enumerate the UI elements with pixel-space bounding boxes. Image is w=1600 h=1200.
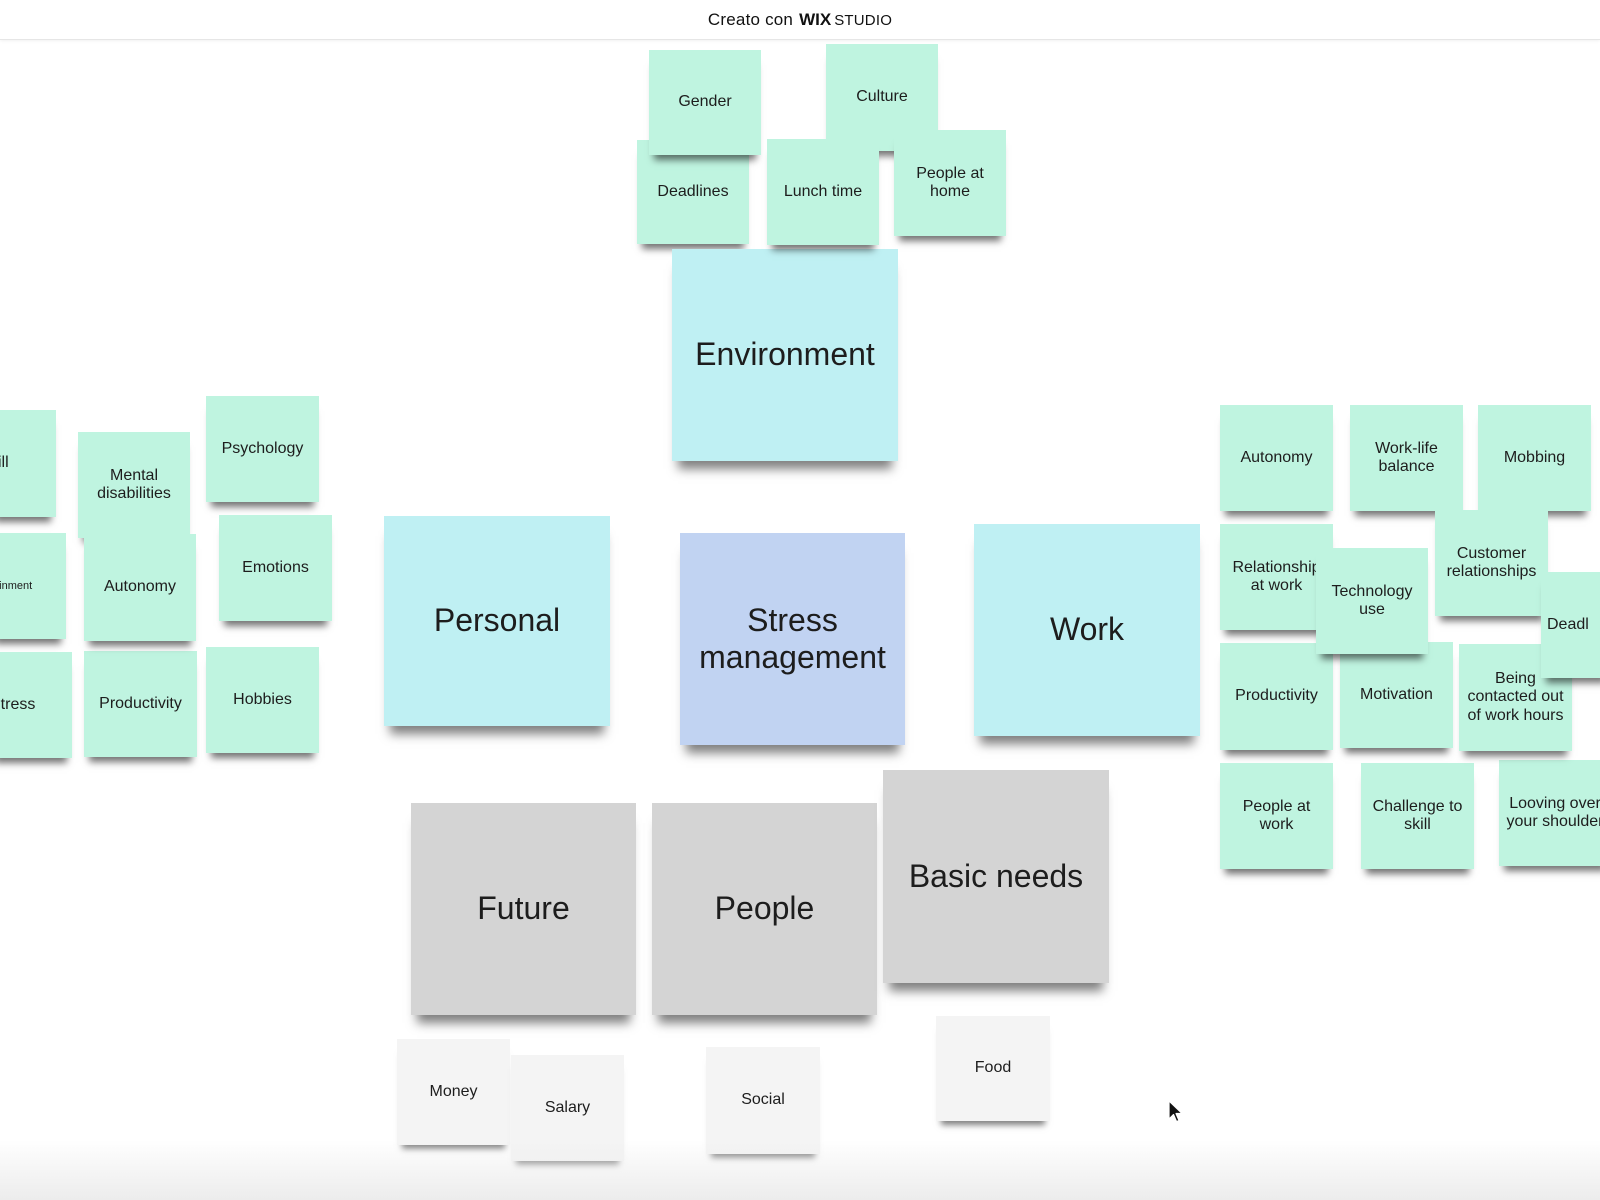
note-deadlines-work[interactable]: Deadl <box>1541 572 1600 678</box>
central-label: Stress management <box>699 601 886 675</box>
note-entertainment[interactable]: tainment <box>0 533 66 639</box>
note-people-at-home[interactable]: People at home <box>894 130 1006 236</box>
wix-studio-banner[interactable]: Creato con WIX STUDIO <box>0 0 1600 40</box>
note-lunch-time[interactable]: Lunch time <box>767 139 879 245</box>
note-label: Gender <box>678 93 732 111</box>
note-motivation[interactable]: Motivation <box>1340 642 1453 748</box>
note-label: Hobbies <box>233 690 292 708</box>
note-label: Psychology <box>221 439 304 457</box>
mouse-pointer-icon <box>1168 1100 1184 1129</box>
banner-prefix: Creato con <box>707 9 794 29</box>
note-label: Money <box>429 1082 478 1100</box>
note-label: Stress <box>0 695 36 713</box>
note-relationship-at-work[interactable]: Relationship at work <box>1220 524 1333 630</box>
note-label: Mental disabilities <box>97 466 171 502</box>
category-label: People <box>714 890 815 927</box>
note-label: Customer relationships <box>1446 544 1537 580</box>
note-people-at-work[interactable]: People at work <box>1220 763 1333 869</box>
note-work-life-balance[interactable]: Work-life balance <box>1350 405 1463 511</box>
note-label: Food <box>974 1059 1012 1077</box>
note-mobbing[interactable]: Mobbing <box>1478 405 1591 511</box>
category-label: Basic needs <box>908 857 1084 894</box>
note-looking-over-shoulder[interactable]: Looving over your shoulder <box>1499 760 1600 866</box>
note-stress[interactable]: Stress <box>0 652 72 758</box>
note-money[interactable]: Money <box>397 1039 510 1145</box>
note-salary[interactable]: Salary <box>511 1055 624 1161</box>
banner-text: Creato con WIX STUDIO <box>708 10 892 30</box>
note-label: Deadlines <box>657 182 729 200</box>
note-label: Relationship at work <box>1232 558 1321 594</box>
note-label: People at work <box>1242 797 1311 833</box>
note-label: Looving over your shoulder <box>1506 794 1600 830</box>
note-label: Social <box>741 1091 785 1109</box>
note-technology-use[interactable]: Technology use <box>1316 548 1428 654</box>
note-label: tainment <box>0 579 33 592</box>
central-stress-management[interactable]: Stress management <box>680 533 905 745</box>
category-work[interactable]: Work <box>974 524 1200 736</box>
note-psychology[interactable]: Psychology <box>206 396 319 502</box>
note-label: Work-life balance <box>1375 439 1438 475</box>
studio-logo-text: STUDIO <box>834 11 893 29</box>
category-personal[interactable]: Personal <box>384 516 610 726</box>
note-food[interactable]: Food <box>936 1016 1050 1121</box>
note-gender[interactable]: Gender <box>649 50 761 155</box>
note-label: Deadl <box>1547 615 1589 633</box>
note-productivity-work[interactable]: Productivity <box>1220 643 1333 750</box>
note-emotions[interactable]: Emotions <box>219 515 332 621</box>
note-label: Motivation <box>1360 685 1433 703</box>
category-basic-needs[interactable]: Basic needs <box>883 770 1109 983</box>
note-label: Salary <box>544 1098 591 1116</box>
note-label: Challenge to skill <box>1372 797 1463 833</box>
note-culture[interactable]: Culture <box>826 44 938 151</box>
category-label: Personal <box>433 602 561 639</box>
category-label: Work <box>1049 611 1125 648</box>
category-future[interactable]: Future <box>411 803 636 1015</box>
note-autonomy-work[interactable]: Autonomy <box>1220 405 1333 511</box>
note-customer-relationships[interactable]: Customer relationships <box>1435 510 1548 616</box>
sticky-note-board: Gender Culture Deadlines Lunch time Peop… <box>0 40 1600 1200</box>
note-label: Culture <box>856 88 908 106</box>
category-environment[interactable]: Environment <box>672 249 898 461</box>
note-label: kill <box>0 454 9 472</box>
note-label: Productivity <box>1235 687 1318 705</box>
note-skill[interactable]: kill <box>0 410 56 517</box>
note-label: Autonomy <box>103 578 177 596</box>
category-people[interactable]: People <box>652 803 877 1015</box>
note-label: Lunch time <box>783 182 863 200</box>
note-label: Technology use <box>1331 582 1413 618</box>
note-label: Mobbing <box>1503 448 1566 466</box>
wix-logo-text: WIX <box>799 9 832 29</box>
note-hobbies[interactable]: Hobbies <box>206 647 319 753</box>
note-label: People at home <box>916 164 984 200</box>
note-deadlines[interactable]: Deadlines <box>637 140 749 244</box>
note-label: Autonomy <box>1240 448 1313 466</box>
note-mental-disabilities[interactable]: Mental disabilities <box>78 432 190 538</box>
category-label: Future <box>477 890 570 927</box>
category-label: Environment <box>695 336 875 373</box>
note-autonomy-personal[interactable]: Autonomy <box>84 534 196 641</box>
note-label: Productivity <box>99 694 182 712</box>
note-challenge-to-skill[interactable]: Challenge to skill <box>1361 763 1474 869</box>
note-productivity-personal[interactable]: Productivity <box>84 651 197 757</box>
note-social[interactable]: Social <box>706 1047 820 1154</box>
note-label: Emotions <box>242 558 309 576</box>
note-label: Being contacted out of work hours <box>1467 669 1564 724</box>
